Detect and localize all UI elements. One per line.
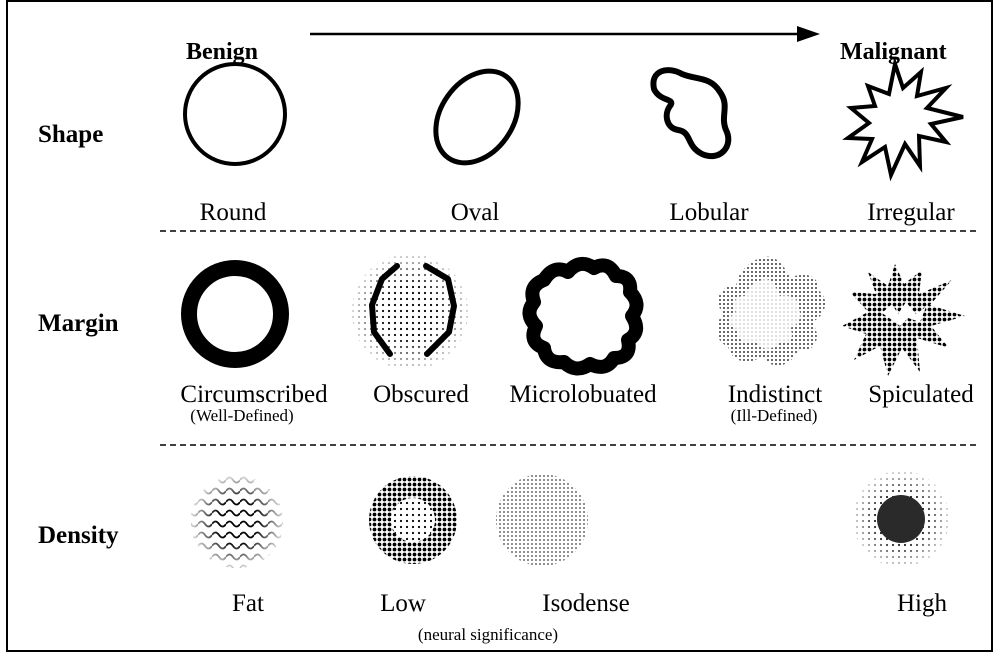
density-label-fat: Fat — [232, 591, 264, 616]
row-label-shape: Shape — [38, 122, 103, 147]
shape-label-round: Round — [200, 200, 267, 225]
density-label-isodense: Isodense — [542, 591, 629, 616]
margin-sublabel-ill-defined: (Ill-Defined) — [731, 407, 818, 424]
malignant-label: Malignant — [840, 40, 947, 64]
low-density-icon — [369, 476, 457, 564]
margin-label-circumscribed: Circumscribed — [180, 382, 327, 407]
indistinct-margin-icon — [717, 256, 825, 365]
irregular-shape-icon — [848, 64, 963, 175]
margin-label-spiculated: Spiculated — [868, 382, 974, 407]
shape-label-oval: Oval — [451, 200, 500, 225]
density-label-low: Low — [380, 591, 426, 616]
density-label-high: High — [897, 591, 947, 616]
row-label-density: Density — [38, 523, 119, 548]
row-label-margin: Margin — [38, 311, 119, 336]
obscured-margin-icon — [352, 254, 468, 370]
density-note: (neural significance) — [418, 626, 558, 643]
microlobulated-margin-icon — [529, 264, 636, 369]
margin-label-obscured: Obscured — [373, 382, 469, 407]
round-shape-icon — [185, 64, 285, 164]
shape-label-lobular: Lobular — [669, 200, 748, 225]
margin-label-microlobulated: Microlobuated — [509, 382, 656, 407]
lobular-shape-icon — [653, 70, 728, 156]
isodense-density-icon — [496, 474, 588, 566]
figure-frame: Benign Malignant Shape Margin Density Ro… — [6, 0, 993, 652]
fat-density-icon — [191, 476, 283, 568]
spiculated-margin-icon — [842, 264, 965, 376]
margin-label-indistinct: Indistinct — [728, 382, 822, 407]
shape-label-irregular: Irregular — [867, 200, 954, 225]
circumscribed-margin-icon — [189, 268, 281, 360]
high-density-icon — [853, 471, 949, 567]
oval-shape-icon — [419, 55, 535, 178]
margin-sublabel-well-defined: (Well-Defined) — [190, 407, 293, 424]
benign-to-malignant-arrow — [310, 26, 820, 42]
benign-label: Benign — [186, 40, 258, 64]
diagram-graphics — [8, 2, 995, 654]
